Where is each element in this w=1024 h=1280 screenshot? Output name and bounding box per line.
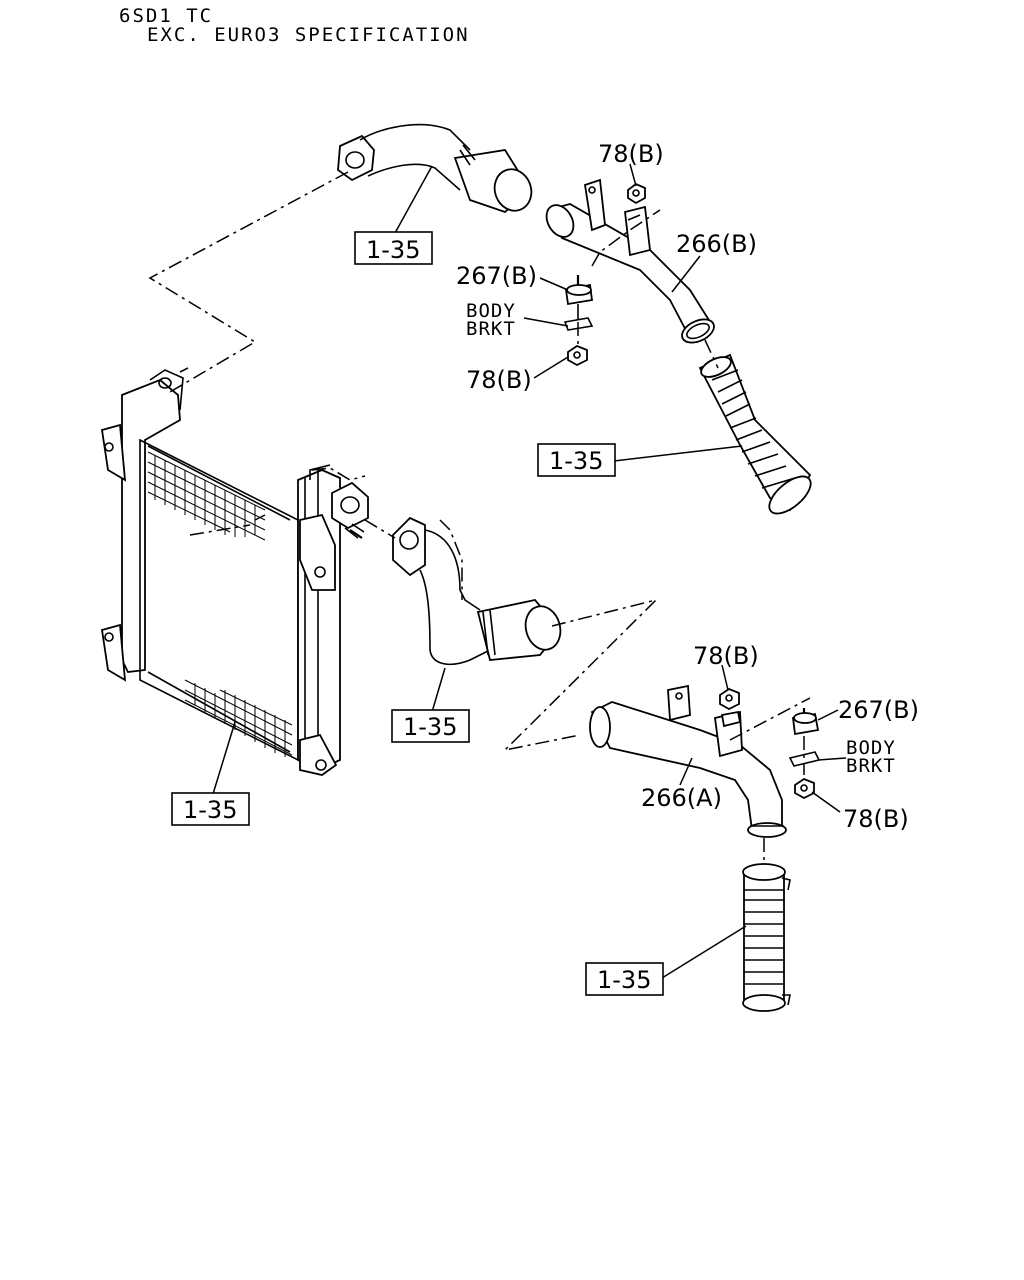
label-body-lower: BODY	[846, 737, 896, 759]
ref-box-1[interactable]: 1-35	[354, 231, 433, 265]
mount-267b-lower	[792, 708, 820, 736]
leader-lines	[212, 163, 847, 979]
label-nut-78b-mid[interactable]: 78(B)	[466, 366, 532, 394]
upper-outlet-pipe	[337, 123, 533, 214]
label-body-top: BODY	[466, 300, 516, 322]
nut-78b-lower	[719, 687, 740, 711]
nut-78b-mid	[567, 344, 588, 367]
ref-box-5[interactable]: 1-35	[585, 962, 664, 996]
upper-hose	[698, 353, 812, 515]
label-brkt-top: BRKT	[466, 318, 516, 340]
label-mount-267b-top[interactable]: 267(B)	[456, 262, 537, 290]
lower-hose	[742, 863, 791, 1012]
pipe-266a	[589, 684, 787, 838]
label-nut-78b-top[interactable]: 78(B)	[598, 140, 664, 168]
washer-top	[563, 317, 594, 331]
ref-box-2[interactable]: 1-35	[537, 443, 616, 477]
label-mount-267b-lower[interactable]: 267(B)	[838, 696, 919, 724]
label-pipe-266a[interactable]: 266(A)	[641, 784, 722, 812]
ref-label-3: 1-35	[403, 713, 457, 741]
connection-lines	[148, 171, 811, 864]
label-nut-78b-lower[interactable]: 78(B)	[693, 642, 759, 670]
label-pipe-266b[interactable]: 266(B)	[676, 230, 757, 258]
ref-box-4[interactable]: 1-35	[171, 792, 250, 826]
washer-lower	[788, 751, 821, 767]
pipe-266b	[545, 178, 715, 344]
ref-label-4: 1-35	[183, 796, 237, 824]
middle-pipe	[392, 516, 562, 666]
ref-box-3[interactable]: 1-35	[391, 709, 470, 743]
spec-note: EXC. EURO3 SPECIFICATION	[147, 24, 470, 46]
intercooler	[100, 367, 369, 776]
ref-label-1: 1-35	[366, 236, 420, 264]
nut-78b-top	[627, 182, 646, 205]
ref-label-2: 1-35	[549, 447, 603, 475]
model-code: 6SD1 TC	[119, 5, 214, 27]
label-brkt-lower: BRKT	[846, 755, 896, 777]
mount-267b-top	[564, 275, 594, 320]
label-nut-78b-bottom[interactable]: 78(B)	[843, 805, 909, 833]
ref-label-5: 1-35	[597, 966, 651, 994]
nut-78b-bottom	[794, 777, 815, 800]
